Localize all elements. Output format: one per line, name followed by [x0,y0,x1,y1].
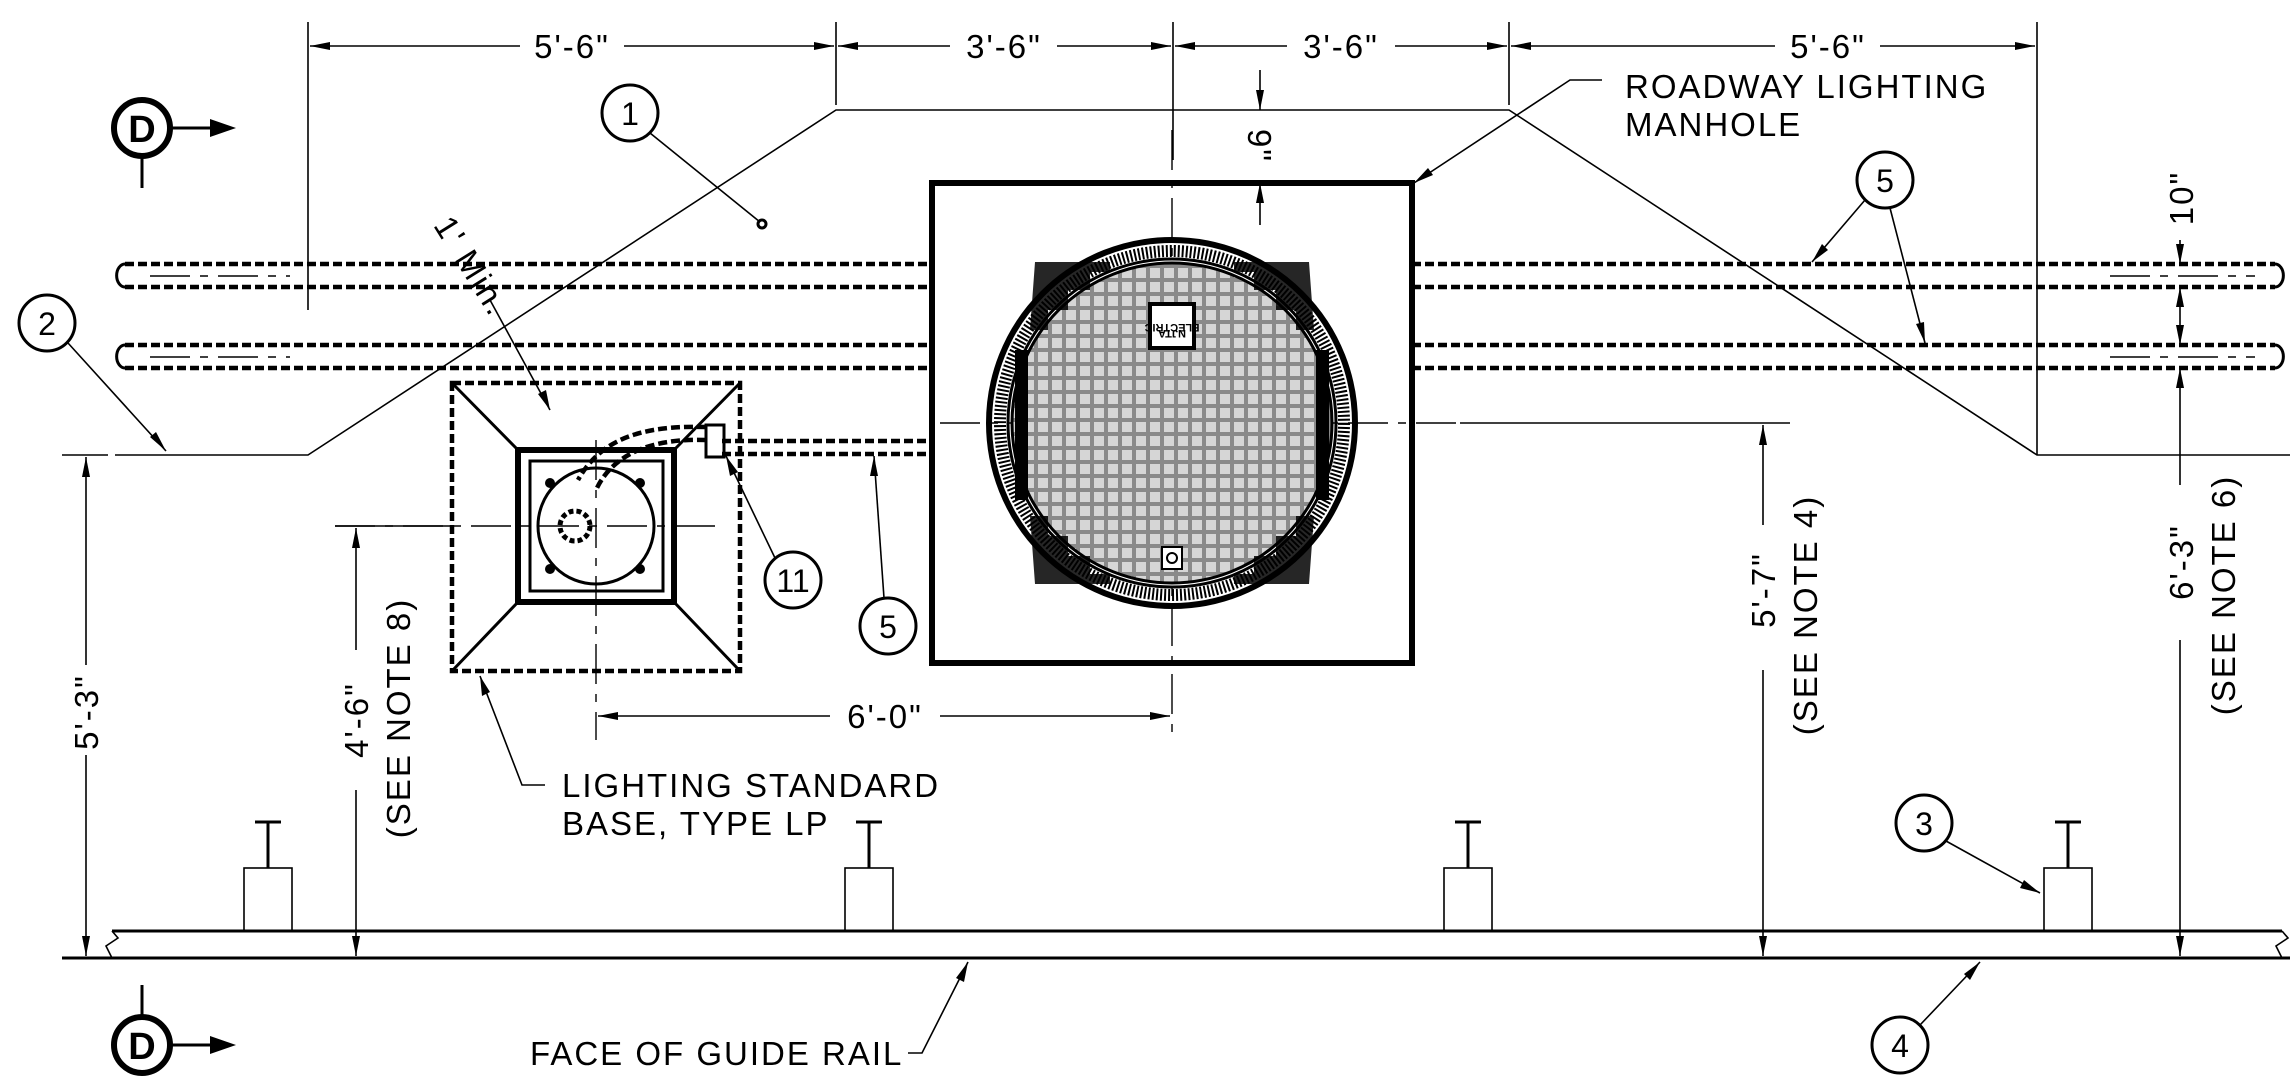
dim-top-4: 5'-6" [1790,28,1866,65]
cover-text-2: ELECTRIC [1144,321,1199,333]
dim-base-spacing [598,712,1170,720]
manhole-label-line2: MANHOLE [1625,106,1802,143]
callout-2-text: 2 [38,306,56,342]
manhole-cover: NJTA ELECTRIC [1010,261,1334,585]
dim-base-offset-text: 4'-6" [338,682,375,758]
callout-5-upper-text: 5 [1876,163,1894,199]
base-label-line1: LIGHTING STANDARD [562,767,940,804]
section-marker-top [111,97,236,188]
guide-rail-post [2043,820,2093,932]
callout-4 [1870,961,1981,1075]
guide-rail-leader [908,961,969,1054]
callout-4-text: 4 [1891,1028,1909,1064]
dim-manhole-offset-note: (SEE NOTE 4) [1787,495,1824,735]
callout-5-lower [858,455,918,656]
dim-left-height-text: 5'-3" [68,674,105,750]
guide-rail-label: FACE OF GUIDE RAIL [530,1035,903,1072]
dim-right-offset [2176,240,2184,956]
callout-3 [1894,793,2041,894]
dim-clear-9 [1256,70,1264,225]
conduit-run-lower [115,342,2285,371]
dim-top-3: 3'-6" [1303,28,1379,65]
callout-11-text: 11 [776,563,809,599]
guide-rail-post [844,820,894,932]
callout-11 [725,455,823,610]
dim-clear-10-text: 10" [2163,171,2200,225]
guide-rail-post [1443,820,1493,932]
section-marker-bottom-label: D [128,1026,155,1068]
dim-base-offset-note: (SEE NOTE 8) [380,598,417,838]
base-leader [479,675,545,786]
callout-1 [600,83,768,230]
manhole-label-line1: ROADWAY LIGHTING [1625,68,1988,105]
callout-2 [17,293,167,452]
callout-5-lower-text: 5 [879,609,897,645]
guide-rail [62,929,2290,960]
dim-base-spacing-text: 6'-0" [847,698,923,735]
top-dimension-chain [307,22,2038,455]
dim-base-offset [335,525,450,956]
dim-manhole-offset [1460,422,1790,956]
callout-1-text: 1 [621,96,639,132]
cover-text-1: NJTA [1158,327,1186,339]
base-label-line2: BASE, TYPE LP [562,805,830,842]
manhole-leader [1413,79,1602,184]
section-marker-top-label: D [128,109,155,151]
dim-manhole-offset-text: 5'-7" [1745,552,1782,628]
callout-5-upper [1811,150,1926,344]
dim-left-height [62,454,108,956]
dim-top-2: 3'-6" [966,28,1042,65]
dim-top-1: 5'-6" [534,28,610,65]
conduit-run-upper [115,261,2285,290]
guide-rail-post [243,820,293,932]
section-marker-bottom [111,985,236,1076]
dim-right-offset-note: (SEE NOTE 6) [2205,475,2242,715]
grading-outline [115,109,2290,456]
dim-right-offset-text: 6'-3" [2163,524,2200,600]
roadway-lighting-manhole [929,130,1460,740]
callout-3-text: 3 [1915,806,1933,842]
lighting-standard-base [335,380,743,740]
dim-clear-9-text: 9" [1241,129,1278,163]
dim-min-1 [489,299,551,411]
